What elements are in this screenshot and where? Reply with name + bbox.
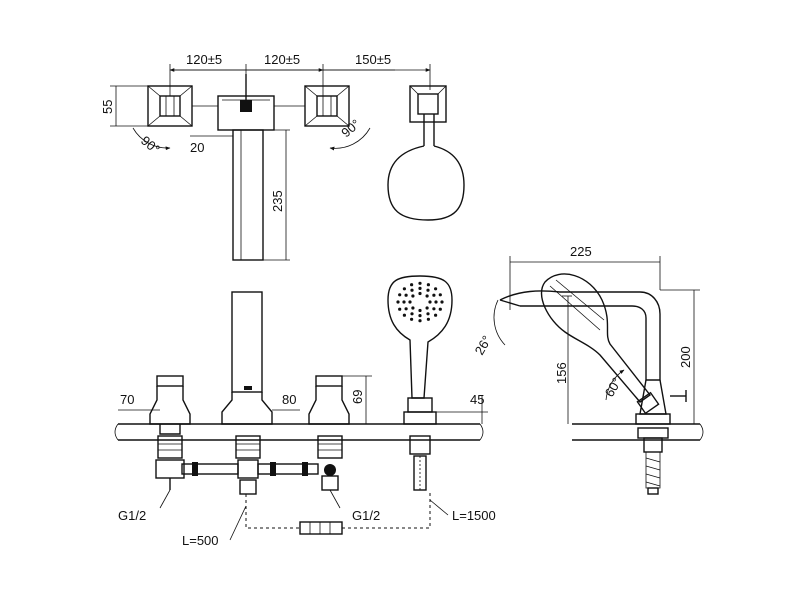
- connector-pipes: [181, 462, 319, 476]
- nozzle-dot: [404, 293, 408, 297]
- nozzle-dot: [426, 317, 430, 321]
- dim-shower-holder: 45: [470, 392, 484, 407]
- dim-spout-length: 235: [270, 190, 285, 212]
- nozzle-dot: [410, 288, 414, 292]
- nozzle-dot: [404, 307, 408, 311]
- nozzle-dot: [438, 293, 442, 297]
- front-view: 70 80 69: [114, 275, 496, 548]
- right-handle-top: [304, 85, 350, 127]
- dim-spout-width: 20: [190, 140, 204, 155]
- nozzle-dot: [398, 293, 402, 297]
- nozzle-dot: [408, 300, 412, 304]
- left-handle-front: [149, 375, 191, 490]
- nozzle-dot: [418, 314, 422, 318]
- dim-spacing-3: 150±5: [355, 52, 391, 67]
- nozzle-dot: [426, 283, 430, 287]
- hand-shower-top: [387, 85, 465, 221]
- nozzle-dot: [402, 287, 406, 291]
- dim-total-height: 200: [678, 346, 693, 368]
- right-handle-front: [308, 375, 350, 491]
- angle-shower: 26°: [472, 333, 495, 358]
- nozzle-dot: [410, 317, 414, 321]
- hand-shower-front: [387, 275, 453, 491]
- nozzle-dot: [418, 286, 422, 290]
- side-fitting: [637, 427, 669, 495]
- angle-left: 90°: [138, 133, 163, 157]
- nozzle-dot: [425, 306, 429, 310]
- nozzle-dot: [432, 293, 436, 297]
- nozzle-dot: [411, 306, 415, 310]
- nozzle-dot: [426, 288, 430, 292]
- thread-right: G1/2: [352, 508, 380, 523]
- dim-spout-height: 156: [554, 362, 569, 384]
- nozzle-dot: [402, 313, 406, 317]
- nozzle-dot: [418, 291, 422, 296]
- nozzle-dot: [418, 281, 422, 285]
- nozzle-dot: [434, 287, 438, 291]
- spout-top: [217, 74, 275, 261]
- nozzle-dot: [432, 307, 436, 311]
- check-valve: [299, 490, 431, 535]
- dim-spout-base: 80: [282, 392, 296, 407]
- nozzle-dot: [410, 283, 414, 287]
- dim-handle-height: 69: [350, 390, 365, 404]
- nozzle-dot: [396, 300, 400, 304]
- dim-spacing-1: 120±5: [186, 52, 222, 67]
- nozzle-dot: [428, 300, 432, 304]
- thread-left: G1/2: [118, 508, 146, 523]
- nozzle-dot: [418, 308, 422, 313]
- dim-spacing-2: 120±5: [264, 52, 300, 67]
- nozzle-dot: [434, 300, 438, 304]
- hand-shower-side: [540, 273, 687, 415]
- dim-reach: 225: [570, 244, 592, 259]
- dim-handle-depth: 55: [100, 100, 115, 114]
- side-view: 225 26° 60° 156 200: [472, 244, 704, 495]
- dim-handle-width: 70: [120, 392, 134, 407]
- nozzle-dot: [410, 312, 414, 316]
- nozzle-dot: [438, 307, 442, 311]
- hose-shower: L=1500: [452, 508, 496, 523]
- top-view: 120±5 120±5 150±5 55 90°: [100, 52, 465, 261]
- nozzle-dot: [411, 294, 415, 298]
- nozzle-dot: [425, 294, 429, 298]
- nozzle-dot: [440, 300, 444, 304]
- hose-mixer: L=500: [182, 533, 219, 548]
- shower-nozzles: [396, 281, 444, 323]
- nozzle-dot: [398, 307, 402, 311]
- nozzle-dot: [434, 313, 438, 317]
- nozzle-dot: [426, 312, 430, 316]
- nozzle-dot: [402, 300, 406, 304]
- spout-side: [499, 290, 671, 425]
- nozzle-dot: [418, 319, 422, 323]
